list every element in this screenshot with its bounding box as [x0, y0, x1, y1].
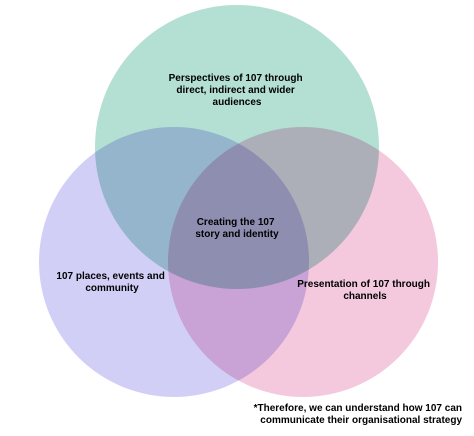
label-top-circle: Perspectives of 107 through direct, indi… [169, 73, 306, 108]
label-left-circle: 107 places, events and community [56, 271, 167, 294]
label-left-line-2: community [85, 283, 139, 294]
venn-circle-top [95, 5, 379, 289]
footnote: *Therefore, we can understand how 107 ca… [232, 403, 462, 427]
label-left-line-1: 107 places, events and [56, 271, 164, 282]
footnote-line-2: communicate their organisational strateg… [260, 415, 462, 426]
label-top-line-1: Perspectives of 107 through [169, 73, 303, 84]
label-center-line-1: Creating the 107 [197, 217, 275, 228]
label-right-line-1: Presentation of 107 through [297, 279, 430, 290]
label-center: Creating the 107 story and identity [195, 217, 279, 240]
label-right-circle: Presentation of 107 through channels [297, 279, 433, 302]
label-top-line-3: audiences [213, 97, 262, 108]
label-center-line-2: story and identity [195, 229, 279, 240]
label-right-line-2: channels [343, 291, 387, 302]
footnote-line-1: *Therefore, we can understand how 107 ca… [253, 403, 462, 414]
label-top-line-2: direct, indirect and wider [176, 85, 294, 96]
